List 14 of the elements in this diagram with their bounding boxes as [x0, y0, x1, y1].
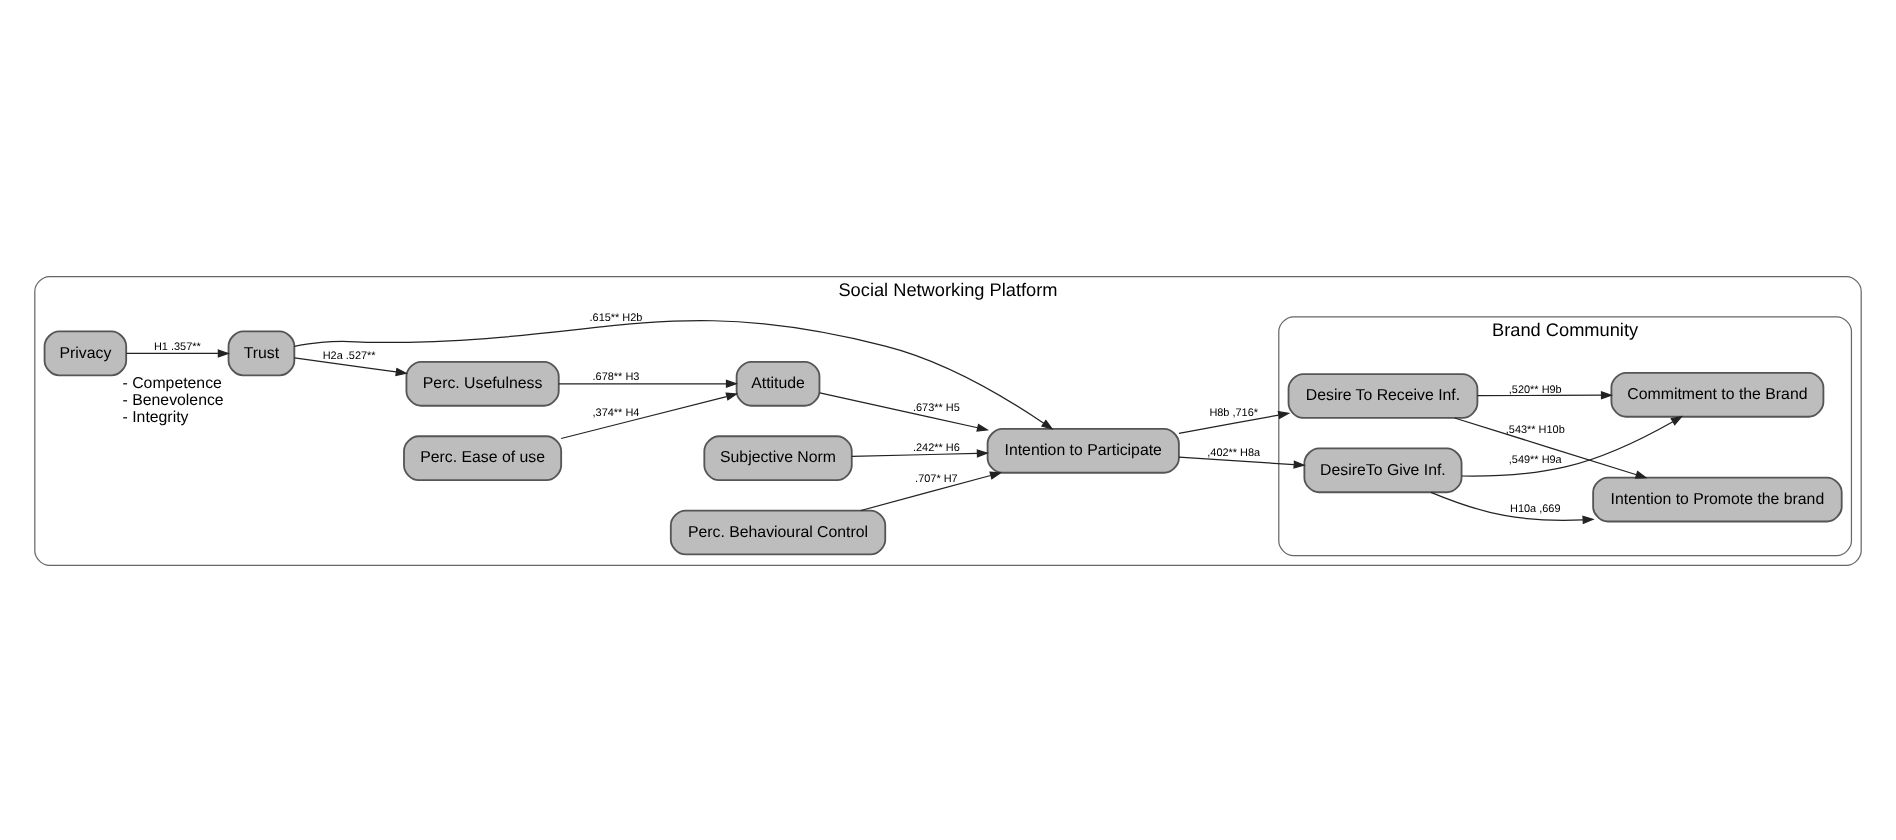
- arrow: [1454, 416, 1648, 478]
- arrow: [851, 448, 989, 457]
- arrow: [1476, 389, 1614, 399]
- arrow: [560, 391, 739, 439]
- arrow: [125, 348, 230, 357]
- arrow: [1178, 409, 1291, 434]
- arrow: [819, 391, 990, 431]
- arrow: [1430, 490, 1595, 524]
- arrow: [860, 470, 1003, 511]
- arrow: [293, 319, 1054, 429]
- arrow: [1461, 414, 1684, 476]
- arrow: [293, 356, 408, 376]
- arrow: [1178, 455, 1306, 468]
- arrow: [558, 378, 739, 388]
